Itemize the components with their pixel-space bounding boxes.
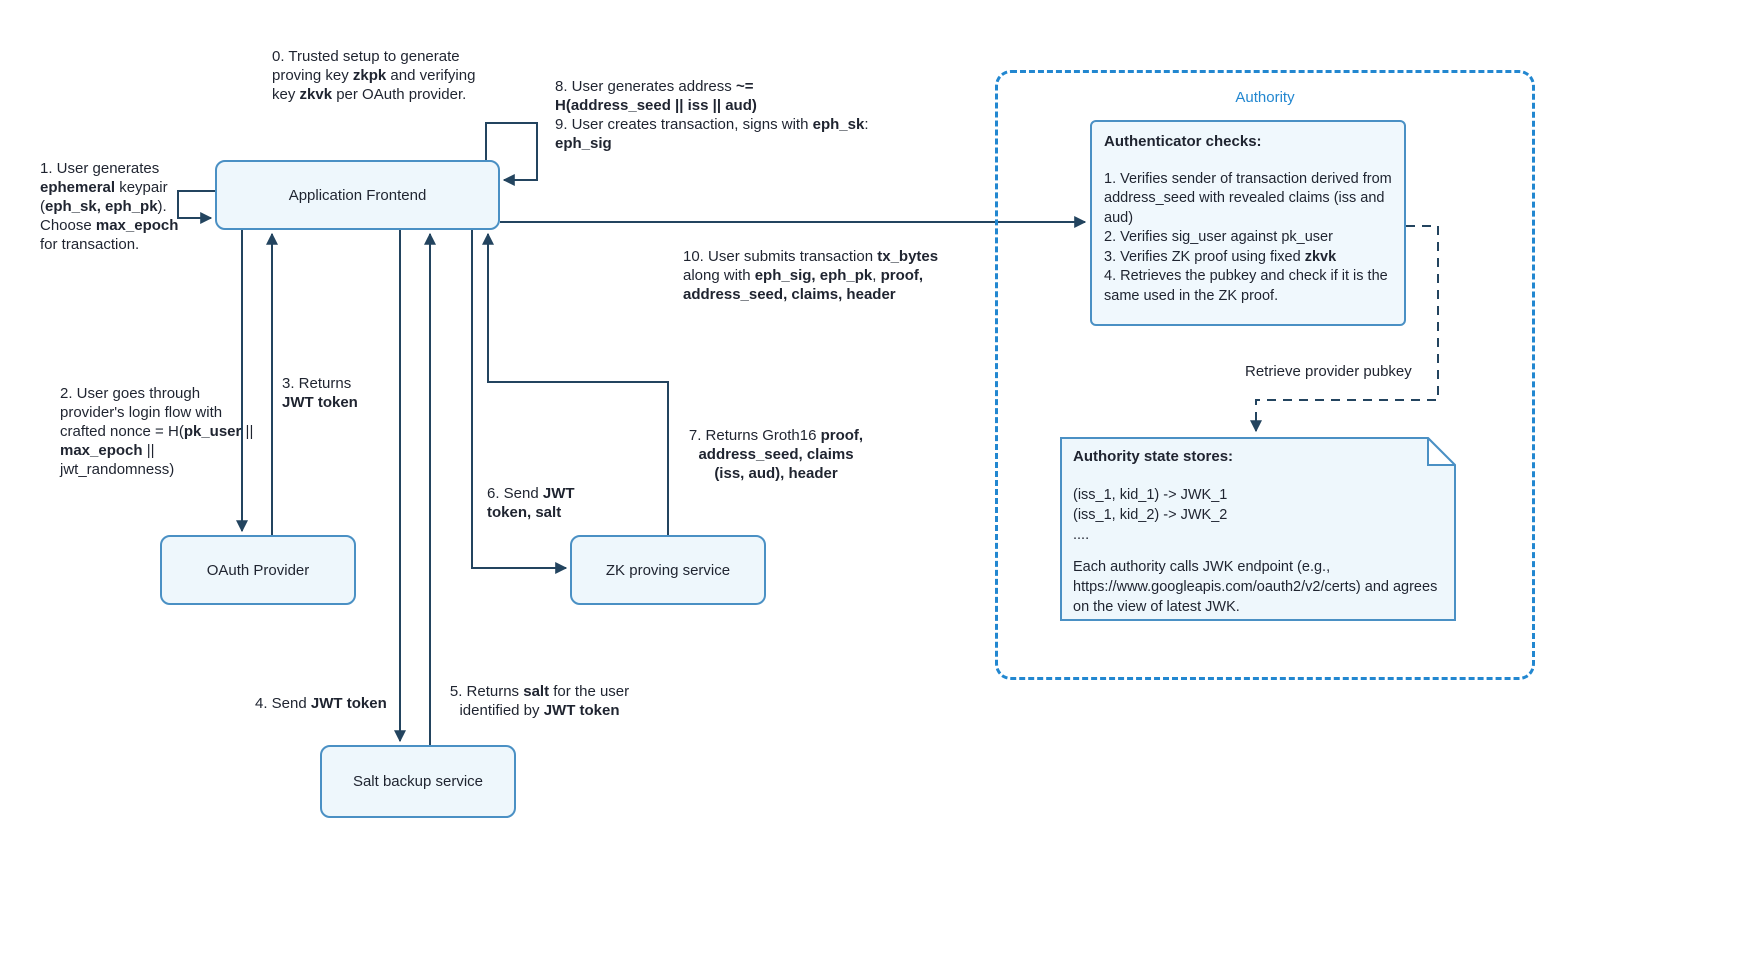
annotation-step3-returns-jwt: 3. Returns JWT token [282,375,358,411]
spacer [1073,467,1440,485]
annotation-step0-trusted-setup: 0. Trusted setup to generate proving key… [272,48,476,103]
annotation-step1-ephemeral-keypair: 1. User generates ephemeral keypair (eph… [40,160,179,253]
authenticator-check-item-2: 2. Verifies sig_user against pk_user [1104,229,1333,245]
authority-state-stores-box: Authority state stores: (iss_1, kid_1) -… [1060,437,1456,621]
authenticator-check-item-4: 4. Retrieves the pubkey and check if it … [1104,268,1388,304]
authority-state-stores-title: Authority state stores: [1073,448,1234,465]
jwk-row-1: (iss_1, kid_1) -> JWK_1 [1073,487,1228,503]
jwk-row-3: .... [1073,527,1090,543]
node-zk-proving-service-label: ZK proving service [605,561,731,579]
spacer [1104,152,1392,170]
authenticator-check-item-3: 3. Verifies ZK proof using fixed zkvk [1104,248,1337,265]
authenticator-check-item-1: 1. Verifies sender of transaction derive… [1104,170,1392,226]
annotation-step10-submit-transaction: 10. User submits transaction tx_bytes al… [683,248,939,303]
authority-group-frame: Authority [995,70,1535,680]
node-zk-proving-service: ZK proving service [570,535,766,605]
node-application-frontend: Application Frontend [215,160,500,230]
jwk-endpoint-paragraph: Each authority calls JWK endpoint (e.g.,… [1073,559,1438,615]
annotation-step5-returns-salt: 5. Returns salt for the user identified … [449,683,630,719]
jwk-row-2: (iss_1, kid_2) -> JWK_2 [1073,507,1228,523]
authenticator-checks-title: Authenticator checks: [1104,133,1262,150]
spacer [1073,545,1440,557]
node-application-frontend-label: Application Frontend [288,186,427,204]
authenticator-checks-box: Authenticator checks: 1. Verifies sender… [1090,120,1406,326]
authority-state-stores-content: Authority state stores: (iss_1, kid_1) -… [1073,447,1440,617]
annotation-step8-9-address-and-sign: 8. User generates address ~= H(address_s… [555,78,869,152]
authority-group-label: Authority [1235,89,1295,106]
annotation-step6-send-jwt-salt: 6. Send JWT token, salt [487,485,575,521]
annotation-step4-send-jwt: 4. Send JWT token [255,695,387,712]
node-oauth-provider: OAuth Provider [160,535,356,605]
node-salt-backup-service: Salt backup service [320,745,516,818]
annotation-step2-login-flow: 2. User goes through provider's login fl… [60,385,254,478]
node-oauth-provider-label: OAuth Provider [206,561,310,579]
annotation-retrieve-provider-pubkey: Retrieve provider pubkey [1245,363,1412,380]
document-shape-outline [1060,437,1456,621]
annotation-step7-returns-proof: 7. Returns Groth16 proof, address_seed, … [688,427,864,482]
node-salt-backup-service-label: Salt backup service [352,773,484,790]
